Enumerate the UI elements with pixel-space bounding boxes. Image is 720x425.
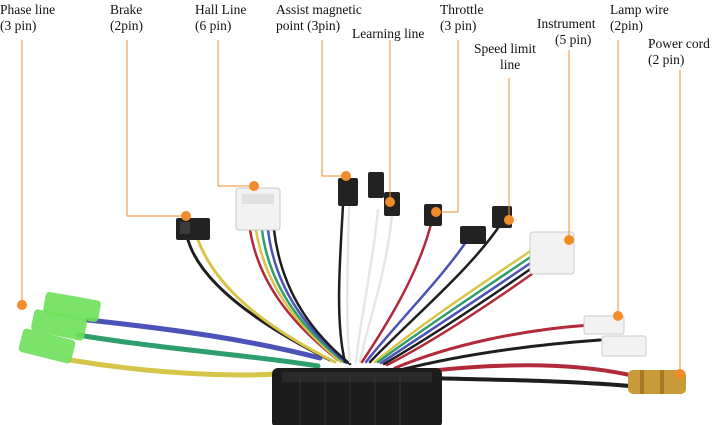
- label-assist-magnetic-text: Assist magnetic: [276, 2, 362, 17]
- hall-wire-green: [260, 228, 346, 364]
- speed-wire-black: [368, 223, 502, 364]
- label-hall-line-sub: (6 pin): [195, 18, 232, 33]
- label-lamp-wire-sub: (2pin): [610, 18, 643, 33]
- markers: [17, 171, 685, 379]
- label-throttle: Throttle (3 pin): [440, 2, 484, 34]
- label-brake-sub: (2pin): [110, 18, 143, 33]
- instrument-wire-black: [382, 266, 534, 366]
- lamp-wire-red: [393, 323, 592, 370]
- power-plug: [628, 370, 686, 394]
- label-learning-line-text: Learning line: [352, 26, 425, 41]
- phase-connectors: [18, 291, 101, 364]
- label-assist-magnetic-sub: point (3pin): [276, 18, 341, 33]
- lamp-connector: [583, 315, 647, 357]
- label-assist-magnetic: Assist magnetic point (3pin): [276, 2, 362, 34]
- instrument-connector: [529, 231, 575, 275]
- learning-connector: [368, 172, 400, 216]
- instrument-wire-green: [376, 254, 534, 364]
- leader-brake: [126, 40, 186, 217]
- leader-throttle: [436, 40, 459, 213]
- instrument-wire-red: [385, 272, 534, 367]
- label-speed-limit-text: Speed limit: [474, 41, 536, 56]
- marker-phase: [17, 300, 27, 310]
- marker-brake: [181, 211, 191, 221]
- instrument-wire-blue: [379, 260, 534, 365]
- lamp-wire-black: [398, 338, 602, 372]
- label-phase-line-sub: (3 pin): [0, 18, 37, 33]
- assist-connector: [338, 178, 358, 206]
- marker-learning: [385, 197, 395, 207]
- leader-assist: [321, 40, 346, 177]
- brake-wire-yellow: [196, 238, 337, 364]
- label-power-cord-sub: (2 pin): [648, 52, 685, 67]
- brake-connector: [176, 218, 210, 240]
- controller-box: [272, 368, 442, 425]
- hall-wire-black: [272, 228, 352, 366]
- label-hall-line-text: Hall Line: [195, 2, 247, 17]
- marker-throttle: [431, 207, 441, 217]
- power-wire-red: [418, 363, 632, 377]
- label-learning-line: Learning line: [352, 26, 424, 42]
- leader-hall: [217, 40, 254, 187]
- label-speed-limit-sub: line: [500, 57, 521, 72]
- marker-assist: [341, 171, 351, 181]
- throttle-wire-red: [360, 218, 434, 364]
- learning-wire-white: [354, 208, 380, 364]
- label-hall-line: Hall Line (6 pin): [195, 2, 246, 34]
- power-wire-black: [428, 376, 632, 388]
- marker-speed: [504, 215, 514, 225]
- label-throttle-sub: (3 pin): [440, 18, 477, 33]
- phase-wire-yellow: [67, 357, 303, 378]
- label-phase-line-text: Phase line: [0, 2, 56, 17]
- throttle-wire-blue: [364, 240, 468, 364]
- label-lamp-wire-text: Lamp wire: [610, 2, 669, 17]
- marker-lamp: [613, 311, 623, 321]
- assist-wire-white: [345, 203, 352, 364]
- learning-wire-white-2: [358, 213, 394, 364]
- label-lamp-wire: Lamp wire (2pin): [610, 2, 669, 34]
- label-brake: Brake (2pin): [110, 2, 143, 34]
- marker-power: [675, 369, 685, 379]
- hall-wire-blue: [266, 228, 349, 365]
- label-throttle-text: Throttle: [440, 2, 484, 17]
- assist-wire-black: [337, 203, 347, 364]
- phase-wire-green: [75, 332, 321, 369]
- instrument-wire-yellow: [373, 248, 534, 364]
- phase-wire-purple: [85, 317, 323, 361]
- label-instrument-sub: (5 pin): [555, 32, 592, 47]
- hall-wire-yellow: [254, 228, 343, 364]
- label-phase-line: Phase line (3 pin): [0, 2, 55, 34]
- hall-connector: [235, 187, 281, 231]
- label-power-cord: Power cord (2 pin): [648, 36, 710, 68]
- label-brake-text: Brake: [110, 2, 143, 17]
- label-speed-limit: Speed limit line: [474, 41, 536, 73]
- label-power-cord-text: Power cord: [648, 36, 710, 51]
- label-instrument: Instrument (5 pin): [537, 16, 596, 48]
- marker-instrument: [564, 235, 574, 245]
- marker-hall: [249, 181, 259, 191]
- leader-lines: [21, 40, 681, 374]
- wire-bundle: [67, 203, 632, 388]
- label-instrument-text: Instrument: [537, 16, 596, 31]
